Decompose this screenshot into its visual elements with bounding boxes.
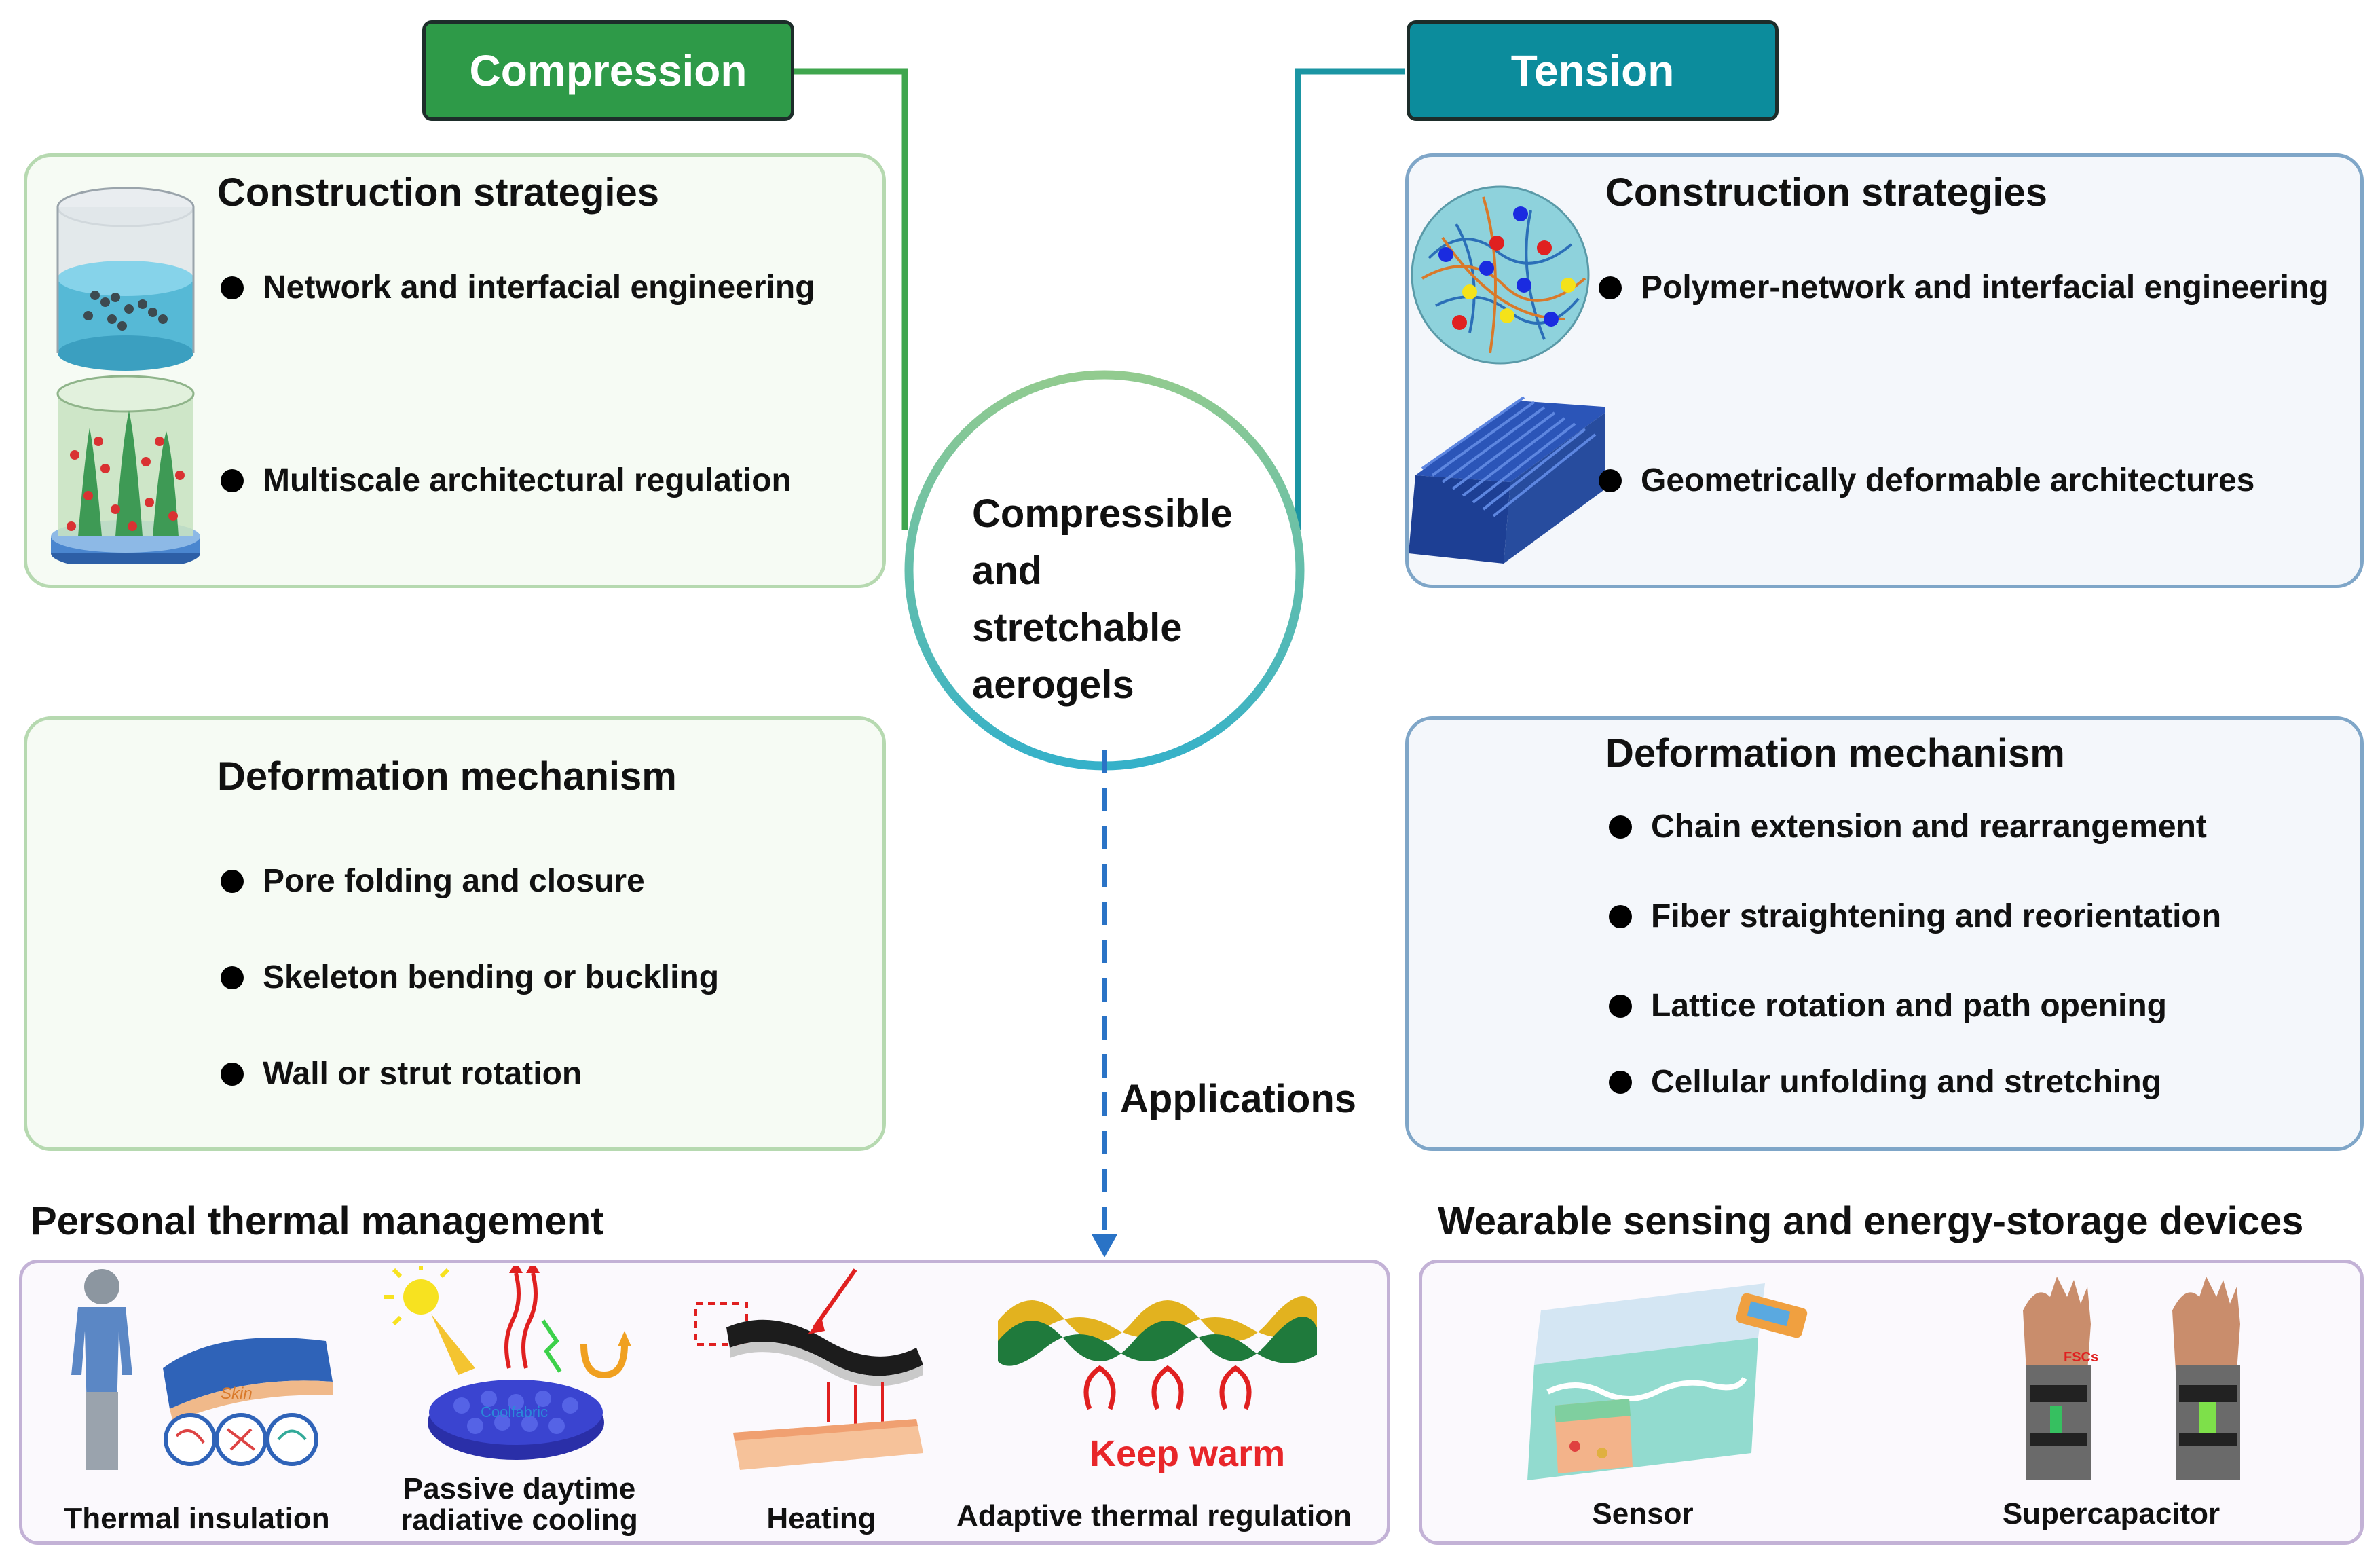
center-title: Compressible and stretchable aerogels: [972, 485, 1257, 714]
wave-gold: [998, 1296, 1317, 1343]
compression-connector: [794, 68, 908, 530]
center-line-3: aerogels: [972, 663, 1134, 707]
coolfabric-label: Coolfabric: [481, 1403, 548, 1420]
personal-thermal-title: Personal thermal management: [31, 1199, 604, 1243]
bullet-dot: [1609, 1070, 1632, 1094]
applications-label: Applications: [1120, 1077, 1357, 1121]
compression-deformation-item-3: Wall or strut rotation: [221, 1055, 582, 1092]
fsc-label: FSCs: [2064, 1350, 2098, 1365]
heating-dashed-box: [694, 1302, 748, 1346]
bullet-dot: [1609, 815, 1632, 839]
polymer-network-icon: [1411, 185, 1590, 365]
tension-header: Tension: [1407, 20, 1779, 121]
heating-film: [726, 1319, 923, 1376]
heat-wave-2: [521, 1272, 538, 1369]
bullet-dot: [1609, 904, 1632, 928]
tension-illustrations: [1409, 185, 1605, 564]
center-line-2: and stretchable: [972, 549, 1183, 650]
cooling-fabric-icon: [428, 1380, 604, 1460]
compression-deformation-item-1: Pore folding and closure: [221, 862, 645, 900]
wearable-illustrations: FSCs: [1527, 1277, 2240, 1480]
green-zigzag: [541, 1319, 562, 1373]
compression-construction-item-2: Multiscale architectural regulation: [221, 462, 792, 499]
compression-deformation-title: Deformation mechanism: [217, 754, 677, 798]
sensor-icon: [1527, 1283, 1808, 1480]
compression-header: Compression: [422, 20, 794, 121]
caption-heating: Heating: [766, 1502, 876, 1535]
tension-deformation-item-2: Fiber straightening and reorientation: [1609, 898, 2221, 935]
tension-deformation-item-4: Cellular unfolding and stretching: [1609, 1063, 2161, 1101]
compression-deformation-item-2: Skeleton bending or buckling: [221, 959, 719, 996]
tension-construction-item-1: Polymer-network and interfacial engineer…: [1599, 269, 2329, 306]
folded-sheet-icon: [1409, 396, 1605, 564]
compression-deformation-panel: [24, 716, 886, 1151]
beaker-icon: [56, 187, 195, 371]
insulation-fabric-icon: [163, 1338, 333, 1466]
caption-thermal-insulation: Thermal insulation: [64, 1502, 330, 1535]
thermal-illustrations: Skin Coolfabric: [71, 1266, 1317, 1470]
tension-deformation-title: Deformation mechanism: [1605, 731, 2065, 775]
supercapacitor-glove-left-icon: FSCs: [2023, 1277, 2098, 1480]
keep-warm-label: Keep warm: [1090, 1433, 1286, 1474]
needle-array-icon: [51, 375, 200, 564]
skin-label: Skin: [221, 1384, 253, 1403]
tension-construction-title: Construction strategies: [1605, 170, 2047, 215]
bullet-dot: [221, 469, 244, 492]
bullet-dot: [221, 966, 244, 989]
tension-deformation-item-1: Chain extension and rearrangement: [1609, 808, 2207, 845]
bullet-dot: [221, 1062, 244, 1086]
bullet-dot: [1609, 994, 1632, 1018]
caption-radiative-cooling: Passive daytime radiative cooling: [401, 1472, 638, 1537]
compression-construction-title: Construction strategies: [217, 170, 659, 215]
cylinder-illustrations: [51, 187, 200, 564]
tension-header-label: Tension: [1510, 46, 1675, 95]
caption-adaptive-regulation: Adaptive thermal regulation: [956, 1499, 1352, 1532]
supercapacitor-glove-right-icon: [2172, 1277, 2240, 1480]
wearable-title: Wearable sensing and energy-storage devi…: [1438, 1199, 2304, 1243]
compression-construction-item-1: Network and interfacial engineering: [221, 269, 815, 306]
heat-wave-1: [504, 1272, 521, 1369]
applications-arrow-head: [1092, 1234, 1117, 1257]
bullet-dot: [1599, 276, 1622, 299]
reflect-arrow: [580, 1344, 628, 1379]
tension-construction-item-2: Geometrically deformable architectures: [1599, 462, 2254, 499]
wave-green: [998, 1317, 1317, 1366]
caption-sensor: Sensor: [1592, 1497, 1694, 1530]
sunlight-beam: [431, 1314, 475, 1375]
caption-supercapacitor: Supercapacitor: [2002, 1497, 2220, 1530]
tension-deformation-item-3: Lattice rotation and path opening: [1609, 987, 2167, 1025]
sun-icon: [384, 1266, 450, 1326]
tension-connector: [1295, 68, 1405, 530]
bullet-dot: [221, 869, 244, 893]
center-line-1: Compressible: [972, 492, 1233, 536]
bullet-dot: [1599, 469, 1622, 492]
compression-header-label: Compression: [469, 46, 747, 95]
bullet-dot: [221, 276, 244, 299]
person-icon: [71, 1269, 132, 1470]
tension-deformation-panel: [1405, 716, 2364, 1151]
